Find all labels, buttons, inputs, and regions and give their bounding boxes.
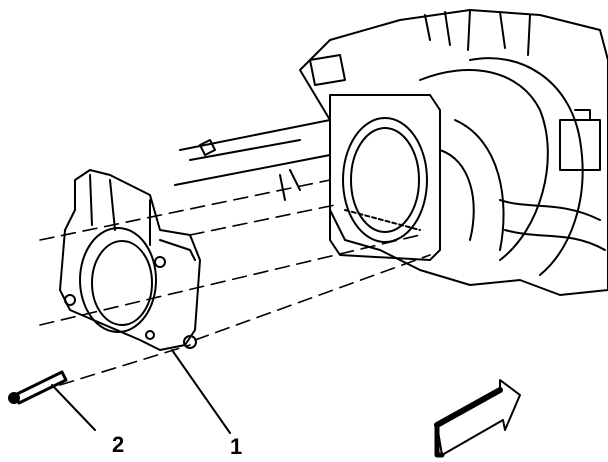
throttle-body — [59, 169, 201, 351]
front-arrow-icon — [434, 379, 521, 458]
leader-line-2 — [51, 384, 96, 431]
bolt — [8, 370, 68, 405]
callout-throttle-body: 1 — [230, 434, 243, 459]
callout-bolt: 2 — [112, 432, 125, 457]
alignment-lines — [39, 179, 431, 386]
intake-manifold — [174, 9, 608, 296]
leader-line-1 — [171, 349, 231, 434]
